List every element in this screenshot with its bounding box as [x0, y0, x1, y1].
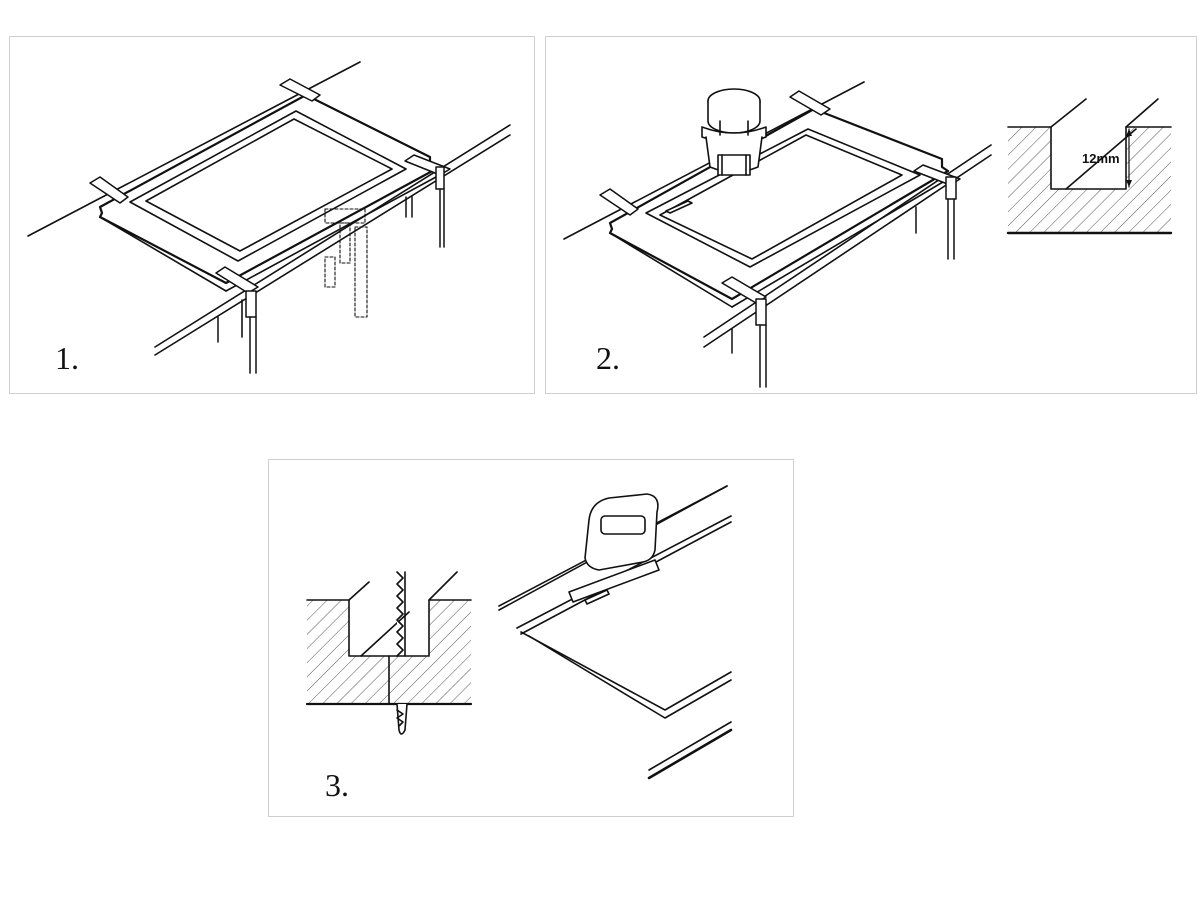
- router-icon: [701, 88, 767, 176]
- step-1-panel: 1.: [9, 36, 535, 394]
- step-3-number: 3.: [325, 767, 349, 803]
- hidden-clamp-icon: [324, 208, 368, 318]
- step-2-panel: 2. 12mm: [545, 36, 1197, 394]
- step-1-illustration: [27, 61, 511, 374]
- groove-depth-label: 12mm: [1082, 151, 1120, 166]
- template-frame-icon: [608, 107, 950, 308]
- step-1-number: 1.: [55, 340, 79, 376]
- groove-section-icon: [1006, 98, 1173, 235]
- jigsaw-blade-section-icon: [305, 571, 473, 735]
- step-3-panel: 3.: [268, 459, 794, 817]
- step-2-number: 2.: [596, 340, 620, 376]
- step-3-illustration: [305, 485, 733, 780]
- step-2-illustration: [563, 81, 1173, 388]
- clamp-icon: [599, 90, 961, 388]
- clamp-icon: [89, 78, 451, 374]
- cutout-panel-icon: [520, 631, 733, 780]
- template-frame-icon: [98, 93, 438, 292]
- jigsaw-icon: [498, 485, 732, 635]
